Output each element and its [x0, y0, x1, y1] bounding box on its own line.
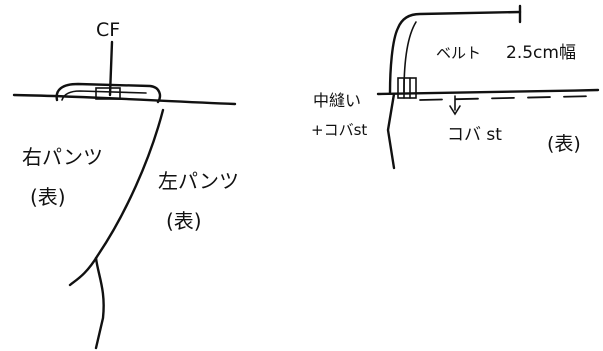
belt-label: ベルト [436, 44, 481, 62]
belt-outline [388, 10, 522, 95]
cf-marker [95, 87, 121, 100]
left-sketch: CF 右パンツ (表) 左パンツ (表) [12, 19, 239, 350]
right-sketch: ベルト 2.5cm幅 中縫い +コバst コバ st (表) [311, 4, 600, 170]
waistband-tab [55, 82, 162, 104]
left-pants-label: 左パンツ [158, 169, 239, 193]
crotch-curve [94, 256, 105, 350]
cf-line [108, 40, 114, 97]
face-side-label: (表) [547, 133, 581, 155]
fabric-line [376, 88, 600, 96]
cf-label: CF [96, 19, 120, 41]
stitch-in-ditch-label: 中縫い [313, 91, 361, 110]
waistband-tab-inner [61, 90, 147, 101]
right-pants-label: 右パンツ [22, 145, 103, 169]
waist-line [12, 93, 237, 106]
left-pants-side: (表) [166, 209, 202, 233]
belt-width: 2.5cm幅 [506, 43, 576, 63]
edge-stitch-right-label: コバ st [447, 125, 502, 145]
stitch-line [419, 95, 599, 101]
front-fabric [386, 92, 396, 170]
left-pants-edge [68, 108, 165, 287]
edge-stitch-left-label: +コバst [311, 121, 367, 139]
right-pants-side: (表) [30, 185, 66, 209]
seam-box [397, 77, 417, 99]
